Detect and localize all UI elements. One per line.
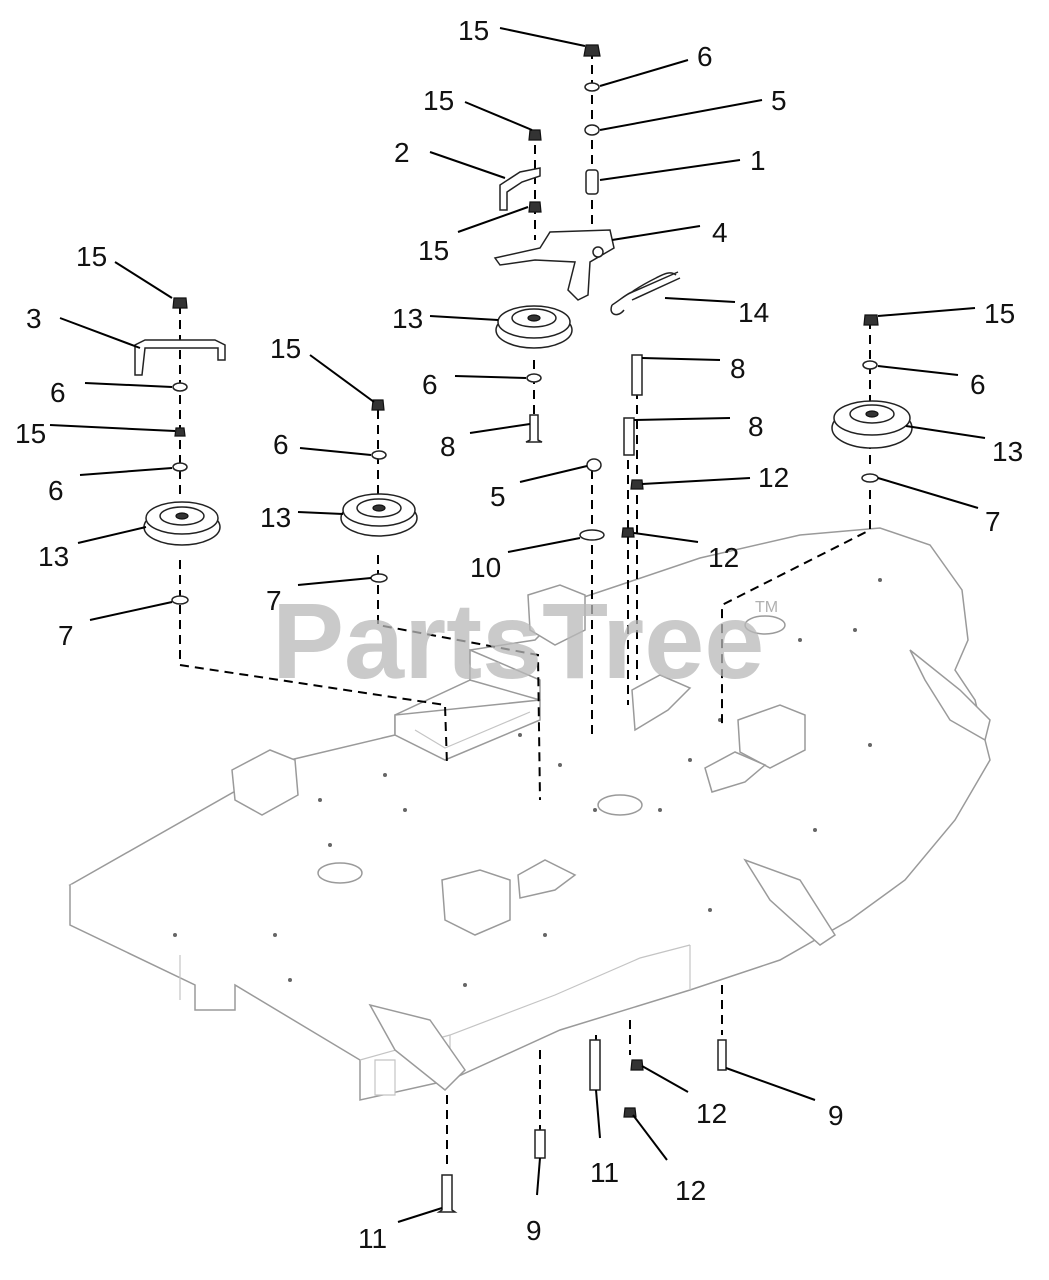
washer-7-right — [861, 473, 879, 483]
washer-6-right — [862, 360, 878, 370]
callout-13: 13 — [992, 436, 1023, 467]
bolt-8-a — [631, 354, 643, 396]
nut-15-arm-lower — [528, 201, 542, 213]
bushing-5-top — [584, 124, 600, 136]
pulley-13-left — [143, 501, 221, 546]
callout-14: 14 — [738, 297, 769, 328]
callout-13: 13 — [392, 303, 423, 334]
callout-1: 1 — [750, 145, 766, 176]
arm-2 — [499, 167, 541, 211]
watermark-tm: TM — [755, 599, 778, 616]
nut-15-left-b — [174, 427, 186, 437]
callout-10: 10 — [470, 552, 501, 583]
spacer-10 — [579, 529, 605, 541]
callout-3: 3 — [26, 303, 42, 334]
callout-12: 12 — [675, 1175, 706, 1206]
bolt-11-mid — [589, 1039, 601, 1091]
callout-15: 15 — [270, 333, 301, 364]
callout-6: 6 — [697, 41, 713, 72]
nut-15-midleft — [371, 399, 385, 411]
bolt-9-right — [717, 1039, 727, 1071]
callout-9: 9 — [828, 1100, 844, 1131]
idler-arm-4 — [493, 229, 615, 301]
bolt-8-b — [623, 417, 635, 456]
washer-6-top — [584, 82, 600, 92]
nut-12-a — [630, 479, 644, 490]
pivot-pin-1 — [585, 169, 599, 195]
pulley-13-midleft — [340, 493, 418, 537]
washer-7-left — [171, 595, 189, 605]
washer-6-center — [526, 373, 542, 383]
pulley-13-right — [831, 400, 913, 449]
callout-7: 7 — [985, 506, 1001, 537]
callout-9: 9 — [526, 1215, 542, 1246]
callout-15: 15 — [76, 241, 107, 272]
washer-6-left-b — [172, 462, 188, 472]
callout-5: 5 — [771, 85, 787, 116]
callout-13: 13 — [38, 541, 69, 572]
nut-15-arm — [528, 129, 542, 141]
callout-6: 6 — [422, 369, 438, 400]
nut-top-center — [583, 44, 601, 57]
callout-12: 12 — [696, 1098, 727, 1129]
callout-15: 15 — [423, 85, 454, 116]
callout-8: 8 — [440, 431, 456, 462]
callout-15: 15 — [984, 298, 1015, 329]
arm-hole — [592, 246, 604, 258]
callout-6: 6 — [48, 475, 64, 506]
callout-12: 12 — [758, 462, 789, 493]
callout-11: 11 — [358, 1223, 387, 1254]
watermark-brand: PartsTree — [272, 580, 764, 701]
callout-2: 2 — [394, 137, 410, 168]
callout-4: 4 — [712, 217, 728, 248]
nut-12-bottom-b — [623, 1107, 637, 1118]
watermark: PartsTree TM — [272, 580, 778, 701]
callout-7: 7 — [266, 585, 282, 616]
callout-15: 15 — [418, 235, 449, 266]
callout-15: 15 — [458, 15, 489, 46]
nut-12-bottom-a — [630, 1059, 644, 1071]
handle-3 — [134, 339, 226, 376]
callout-7: 7 — [58, 620, 74, 651]
bolt-11-left — [436, 1174, 458, 1213]
callout-6: 6 — [273, 429, 289, 460]
callout-15: 15 — [15, 418, 46, 449]
callout-6: 6 — [970, 369, 986, 400]
callout-5: 5 — [490, 481, 506, 512]
callout-labels: 15 6 15 5 2 1 15 4 15 3 13 14 15 15 6 8 … — [15, 15, 1023, 1254]
callout-leaders — [49, 27, 986, 1223]
callout-6: 6 — [50, 377, 66, 408]
bushing-5-lower — [586, 458, 602, 472]
nut-15-left — [172, 297, 188, 309]
bolt-9-left — [534, 1129, 546, 1159]
spring-14 — [610, 272, 677, 316]
washer-6-left-a — [172, 382, 188, 392]
callout-11: 11 — [590, 1157, 619, 1188]
washer-6-midleft — [371, 450, 387, 460]
hardware-parts — [134, 44, 913, 1213]
bolt-8-center — [525, 414, 543, 443]
mower-deck — [68, 527, 991, 1101]
callout-12: 12 — [708, 542, 739, 573]
pulley-13-center — [495, 305, 573, 349]
callout-13: 13 — [260, 502, 291, 533]
callout-8: 8 — [730, 353, 746, 384]
nut-15-right — [863, 314, 879, 326]
callout-8: 8 — [748, 411, 764, 442]
nut-12-b — [621, 527, 635, 538]
